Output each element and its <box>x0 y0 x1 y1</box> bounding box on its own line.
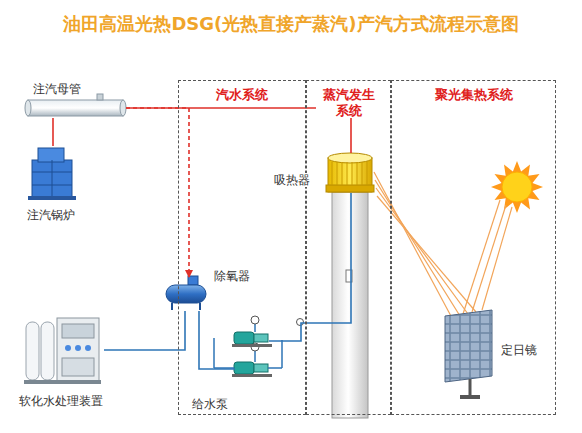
pipe-connector <box>199 311 235 369</box>
pipe-connector <box>104 311 185 350</box>
system-region: 汽水系统除氧器给水泵 <box>178 80 306 415</box>
component-label: 定日镜 <box>500 343 538 357</box>
component-label: 注汽锅炉 <box>26 208 76 222</box>
system-region: 蒸汽发生系统吸热器 <box>306 80 391 415</box>
component-label: 除氧器 <box>213 269 251 283</box>
steam-header: 注汽母管 <box>26 98 126 118</box>
pipe-connector <box>269 193 351 341</box>
heliostat: 定日镜 <box>444 309 496 387</box>
deaerator: 除氧器 <box>165 277 209 311</box>
component-label: 吸热器 <box>273 173 311 187</box>
component-label: 软化水处理装置 <box>18 394 104 408</box>
diagram-title: 油田高温光热DSG(光热直接产蒸汽)产汽方式流程示意图 <box>0 12 582 36</box>
water-treatment: 软化水处理装置 <box>22 316 104 386</box>
region-title: 蒸汽发生系统 <box>316 87 382 118</box>
heat-receiver: 吸热器 <box>327 153 375 193</box>
pipe-connector <box>126 108 189 277</box>
pipe-connector <box>52 118 54 146</box>
region-title: 聚光集热系统 <box>417 87 531 103</box>
boiler: 注汽锅炉 <box>28 146 78 202</box>
component-label: 注汽母管 <box>32 82 82 96</box>
feed-pump: 给水泵 <box>231 317 279 381</box>
component-label: 给水泵 <box>191 397 229 411</box>
system-region: 聚光集热系统定日镜 <box>391 80 556 415</box>
region-title: 汽水系统 <box>195 87 289 103</box>
